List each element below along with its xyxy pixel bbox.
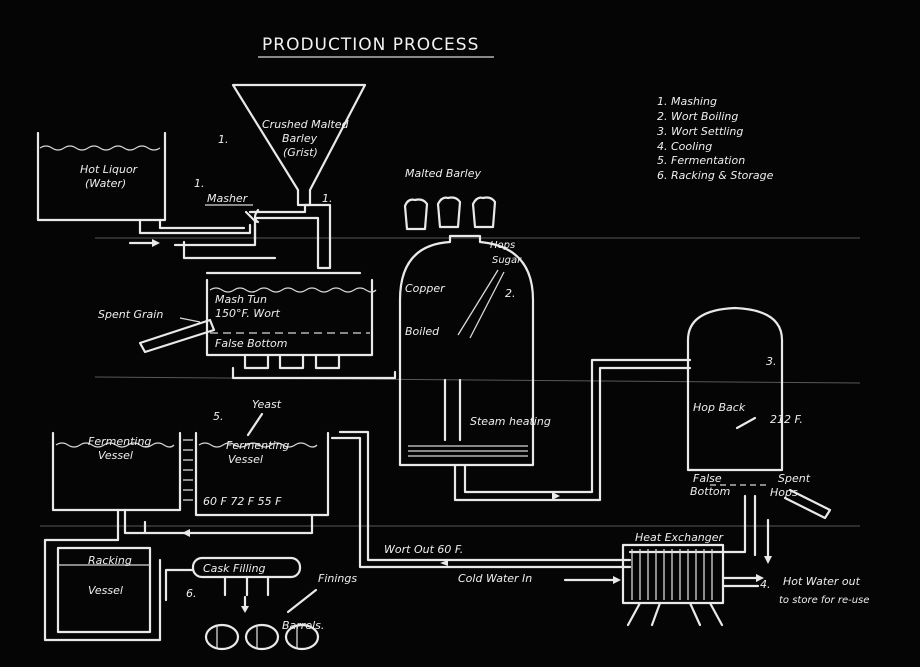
wort-out-label: Wort Out 60 F. bbox=[384, 543, 463, 556]
masher: Masher bbox=[205, 192, 332, 270]
cask-filling-label: Cask Filling bbox=[203, 562, 266, 575]
hop-back-vessel: Hop Back 212 F. False Bottom bbox=[686, 306, 803, 498]
legend: 1. Mashing 2. Wort Boiling 3. Wort Settl… bbox=[657, 95, 774, 182]
sugar-label: Sugar bbox=[492, 255, 522, 266]
cold-water-in-label: Cold Water In bbox=[458, 572, 532, 585]
wort-out-pipe bbox=[330, 436, 632, 569]
hop-back-temp: 212 F. bbox=[770, 413, 803, 426]
mash-tun-temp: 150°F. Wort bbox=[215, 307, 281, 320]
liquor-pipe-to-mash-tun bbox=[182, 240, 277, 260]
fermenting-label: Fermenting bbox=[226, 439, 289, 452]
step-number: 6. bbox=[186, 587, 197, 600]
hop-back-label: Hop Back bbox=[693, 401, 746, 414]
barrel-icon bbox=[204, 623, 320, 651]
temperature-readings: 60 F 72 F 55 F bbox=[203, 495, 282, 508]
masher-label: Masher bbox=[207, 192, 249, 205]
boiled-wort-pipe bbox=[453, 366, 692, 502]
false-bottom-label: False Bottom bbox=[215, 337, 287, 350]
grist-hopper: Crushed Malted Barley (Grist) bbox=[231, 83, 367, 207]
finings-label: Finings bbox=[318, 572, 357, 585]
finings-arrow bbox=[286, 588, 318, 614]
fermenting-vessel-left: Fermenting Vessel bbox=[51, 431, 182, 512]
mash-tun-label: Mash Tun bbox=[215, 293, 267, 306]
racking-vessel: Racking Vessel bbox=[56, 546, 152, 634]
legend-item: 1. Mashing bbox=[657, 95, 717, 108]
grist-label: (Grist) bbox=[283, 146, 318, 159]
store-reuse-label: to store for re-use bbox=[779, 595, 869, 606]
yeast-label: Yeast bbox=[252, 398, 282, 411]
spent-grain-label: Spent Grain bbox=[98, 308, 163, 321]
hops-label: Hops bbox=[490, 240, 515, 251]
barley-sack-icon bbox=[403, 196, 497, 231]
step-number: 2. bbox=[505, 287, 516, 300]
false-label: False bbox=[693, 472, 722, 485]
spent-grain-chute bbox=[138, 318, 216, 354]
barley-label: Barley bbox=[282, 132, 318, 145]
step-number: 1. bbox=[218, 133, 229, 146]
liquor-pipe bbox=[158, 218, 246, 230]
cask-filling: Cask Filling bbox=[191, 556, 302, 597]
step-number: 3. bbox=[766, 355, 777, 368]
fold-line bbox=[94, 376, 861, 384]
crushed-malted-label: Crushed Malted bbox=[262, 118, 349, 131]
steam-heating-label: Steam heating bbox=[470, 415, 551, 428]
step-number: 4. bbox=[760, 578, 771, 591]
bottom-label: Bottom bbox=[690, 485, 730, 498]
hot-water-pipe bbox=[721, 576, 760, 588]
malted-barley-label: Malted Barley bbox=[405, 167, 481, 180]
step-number: 1. bbox=[194, 177, 205, 190]
spent-label: Spent bbox=[778, 472, 811, 485]
step-number: 5. bbox=[213, 410, 224, 423]
copper-label: Copper bbox=[405, 282, 446, 295]
racking-pipe bbox=[43, 508, 162, 642]
spent-hops-chute bbox=[783, 488, 832, 520]
wort-out-pipe bbox=[338, 430, 632, 562]
hops-label-2: Hops bbox=[770, 486, 798, 499]
yeast-arrow bbox=[246, 412, 264, 437]
boiled-wort-pipe bbox=[463, 358, 692, 494]
fermenting-vessel-right: Fermenting Vessel 60 F 72 F 55 F bbox=[194, 431, 330, 517]
hot-liquor-tank: Hot Liquor (Water) bbox=[36, 131, 167, 222]
legend-item: 2. Wort Boiling bbox=[657, 110, 738, 123]
heat-exchanger: Heat Exchanger bbox=[621, 531, 725, 627]
vessel-label: Vessel bbox=[88, 584, 123, 597]
legend-item: 5. Fermentation bbox=[657, 154, 745, 167]
legend-item: 6. Racking & Storage bbox=[657, 169, 774, 182]
vessel-label: Vessel bbox=[228, 453, 263, 466]
boiled-label: Boiled bbox=[405, 325, 440, 338]
liquor-pipe bbox=[138, 218, 252, 235]
hot-liquor-label: Hot Liquor bbox=[80, 163, 139, 176]
wort-pipe bbox=[231, 366, 397, 380]
legend-item: 3. Wort Settling bbox=[657, 125, 743, 138]
water-label: (Water) bbox=[85, 177, 126, 190]
fermenter-pipe bbox=[123, 508, 314, 535]
step-number: 1. bbox=[322, 192, 333, 205]
hopback-outlet bbox=[743, 494, 757, 557]
hops-feed-arrows bbox=[457, 269, 505, 339]
vessel-separator bbox=[183, 439, 193, 501]
copper-vessel: Copper Boiled Steam heating bbox=[398, 234, 551, 467]
diagram-title: PRODUCTION PROCESS bbox=[262, 35, 479, 55]
mash-tun: Mash Tun 150°F. Wort False Bottom bbox=[205, 271, 377, 370]
racking-label: Racking bbox=[88, 554, 132, 567]
hot-water-out-label: Hot Water out bbox=[783, 575, 861, 588]
legend-item: 4. Cooling bbox=[657, 140, 712, 153]
arrow-head bbox=[152, 239, 160, 247]
heat-exchanger-label: Heat Exchanger bbox=[635, 531, 725, 544]
fermenting-label: Fermenting bbox=[88, 435, 151, 448]
vessel-label: Vessel bbox=[98, 449, 133, 462]
